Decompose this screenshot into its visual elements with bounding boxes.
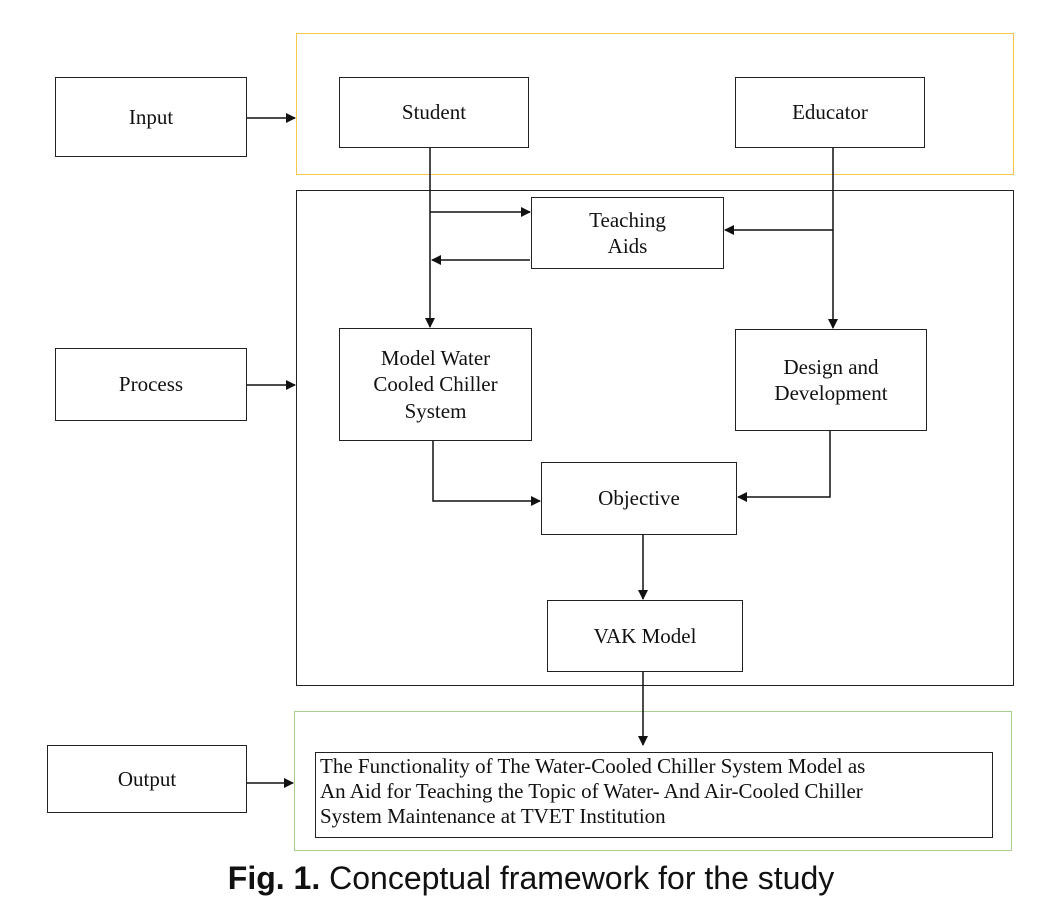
arrow-model-to-objective [432,441,541,506]
objective-node: Objective [541,462,737,535]
input-frame [296,33,1014,175]
educator-node: Educator [735,77,925,148]
model-chiller-line-3: System [404,398,467,423]
output-text-line-3: System Maintenance at TVET Institution [320,804,666,829]
arrow-design-to-objective [737,431,831,502]
output-label: Output [117,766,177,791]
model-chiller-line-1: Model Water [380,346,491,371]
vak-model-label: VAK Model [593,623,697,648]
caption-label: Fig. 1. [227,860,321,896]
output-text-box: The Functionality of The Water-Cooled Ch… [315,752,993,838]
output-frame [294,711,1012,851]
output-text-line-2: An Aid for Teaching the Topic of Water- … [320,779,863,804]
process-label: Process [118,372,184,397]
teaching-aids-node: Teaching Aids [531,197,724,269]
input-label: Input [128,104,174,129]
input-label-box: Input [55,77,247,157]
teaching-aids-line-1: Teaching [589,207,666,232]
educator-label: Educator [792,100,868,125]
teaching-aids-line-2: Aids [607,234,648,258]
vak-model-node: VAK Model [547,600,743,672]
student-label: Student [401,100,467,125]
process-label-box: Process [55,348,247,421]
output-label-box: Output [47,745,247,813]
output-text-line-1: The Functionality of The Water-Cooled Ch… [320,754,866,778]
process-frame [296,190,1014,686]
model-chiller-node: Model Water Cooled Chiller System [339,328,532,441]
caption-text: Conceptual framework for the study [320,860,835,896]
student-node: Student [339,77,529,148]
figure-caption: Fig. 1. Conceptual framework for the stu… [0,860,1062,897]
design-dev-line-2: Development [774,381,888,405]
design-development-node: Design and Development [735,329,927,431]
design-dev-line-1: Design and [783,354,879,379]
model-chiller-line-2: Cooled Chiller [373,372,498,397]
objective-label: Objective [598,486,680,511]
